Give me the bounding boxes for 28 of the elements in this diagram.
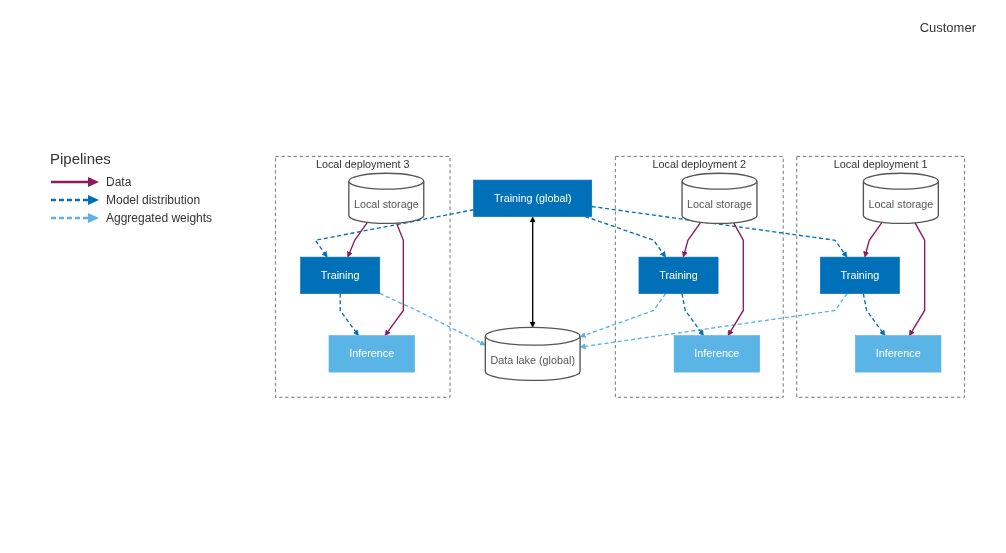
arrow <box>591 205 848 258</box>
legend-text: Model distribution <box>106 193 201 207</box>
legend-heading: Pipelines <box>50 150 112 167</box>
arrow <box>727 221 744 336</box>
arrow <box>863 221 883 258</box>
arrow <box>529 216 536 328</box>
node-box: Training (global) <box>473 179 593 217</box>
arrow <box>314 208 475 258</box>
legend-text: Aggregated weights <box>106 211 213 225</box>
arrow <box>681 221 702 258</box>
zone-label: Customer <box>919 20 976 35</box>
arrow <box>579 292 848 349</box>
arrow <box>384 222 404 336</box>
arrow <box>347 221 369 258</box>
node-box: Training <box>638 256 719 294</box>
arrow <box>681 292 704 336</box>
arrow <box>584 215 666 258</box>
node-box: Inference <box>328 334 415 373</box>
arrow <box>579 292 667 338</box>
node-box: Training <box>300 256 381 294</box>
arrow <box>862 292 886 336</box>
node-box: Inference <box>673 334 760 373</box>
legend-text: Data <box>106 175 132 189</box>
node-box: Inference <box>855 334 942 373</box>
arrow <box>379 292 486 345</box>
node-box: Training <box>820 256 900 294</box>
arrow <box>909 221 926 336</box>
arrow <box>339 292 359 336</box>
